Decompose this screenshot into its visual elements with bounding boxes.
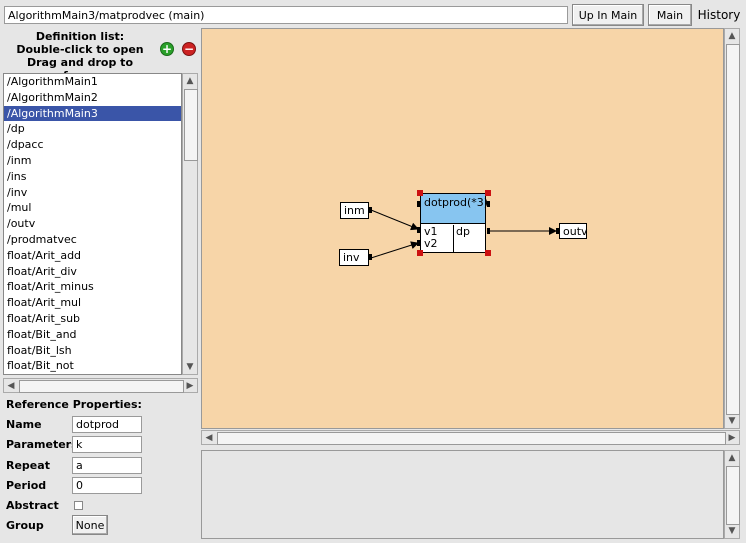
definition-list-item[interactable]: float/Arit_add bbox=[7, 248, 82, 262]
remove-definition-icon[interactable]: − bbox=[182, 42, 196, 56]
node-inv[interactable]: inv bbox=[339, 249, 369, 266]
path-field[interactable]: AlgorithmMain3/matprodvec (main) bbox=[4, 6, 568, 24]
main-button[interactable]: Main bbox=[648, 4, 692, 26]
definition-header-title: Definition list: bbox=[35, 30, 125, 43]
parameters-label: Parameters bbox=[6, 438, 78, 451]
canvas-hscrollbar[interactable]: ◀ ▶ bbox=[201, 430, 740, 445]
group-label: Group bbox=[6, 519, 44, 532]
definition-list-item[interactable]: float/Bit_lsh bbox=[7, 343, 72, 357]
definition-list[interactable]: /AlgorithmMain1/AlgorithmMain2/Algorithm… bbox=[3, 73, 182, 375]
definition-list-item[interactable]: float/Bit_not bbox=[7, 359, 74, 373]
definition-list-item[interactable]: float/Arit_sub bbox=[7, 311, 81, 325]
port-inv-out bbox=[369, 254, 372, 260]
selection-handle-nw[interactable] bbox=[417, 190, 423, 196]
port-outv-in bbox=[556, 228, 559, 234]
definition-list-item[interactable]: /ins bbox=[7, 169, 27, 183]
scroll-thumb[interactable] bbox=[184, 89, 198, 161]
node-outv[interactable]: outv bbox=[559, 223, 588, 239]
period-input[interactable]: 0 bbox=[72, 477, 142, 494]
definition-list-item[interactable]: /dpacc bbox=[7, 138, 44, 152]
canvas-vscrollbar[interactable]: ▲ ▼ bbox=[724, 28, 740, 429]
definition-list-item[interactable]: /outv bbox=[7, 217, 36, 231]
block-dotprod[interactable]: dotprod(*3) v1 v2 dp bbox=[420, 193, 488, 253]
add-definition-icon[interactable]: + bbox=[160, 42, 174, 56]
block-divider bbox=[453, 225, 454, 252]
console-panel[interactable] bbox=[201, 450, 724, 539]
scroll-right-icon[interactable]: ▶ bbox=[186, 381, 194, 391]
name-input[interactable]: dotprod bbox=[72, 416, 142, 433]
scroll-down-icon[interactable]: ▼ bbox=[186, 362, 194, 372]
canvas-scroll-left-icon[interactable]: ◀ bbox=[205, 433, 213, 443]
canvas-scroll-right-icon[interactable]: ▶ bbox=[728, 433, 736, 443]
definition-header-hint1: Double-click to open bbox=[16, 43, 144, 56]
selection-handle-sw[interactable] bbox=[417, 250, 423, 256]
port-v2-in bbox=[417, 240, 420, 246]
edge-inm-v1 bbox=[370, 209, 419, 231]
definition-list-items: /AlgorithmMain1/AlgorithmMain2/Algorithm… bbox=[4, 74, 181, 374]
node-inm[interactable]: inm bbox=[340, 202, 369, 219]
console-vscrollbar[interactable]: ▲ ▼ bbox=[724, 450, 740, 539]
repeat-label: Repeat bbox=[6, 459, 50, 472]
hscroll-thumb[interactable] bbox=[19, 380, 184, 393]
definition-list-item[interactable]: /AlgorithmMain1 bbox=[7, 75, 98, 88]
console-vscroll-thumb[interactable] bbox=[726, 466, 740, 525]
console-scroll-up-icon[interactable]: ▲ bbox=[728, 453, 736, 463]
definition-list-item[interactable]: /mul bbox=[7, 201, 32, 215]
block-dotprod-title: dotprod(*3) bbox=[421, 194, 488, 224]
port-dp-out bbox=[487, 228, 490, 234]
canvas-scroll-down-icon[interactable]: ▼ bbox=[728, 416, 736, 426]
canvas-scroll-up-icon[interactable]: ▲ bbox=[728, 31, 736, 41]
name-label: Name bbox=[6, 418, 42, 431]
selection-handle-ne[interactable] bbox=[485, 190, 491, 196]
port-block-top-left bbox=[417, 201, 420, 207]
reference-properties-title: Reference Properties: bbox=[6, 398, 142, 411]
graph-canvas[interactable]: inm inv outv dotprod(*3) v1 v2 dp bbox=[201, 28, 724, 429]
definition-list-item[interactable]: float/Arit_minus bbox=[7, 280, 94, 294]
edge-inv-v2 bbox=[370, 241, 419, 259]
port-v2-label: v2 bbox=[424, 237, 438, 250]
group-select[interactable]: None bbox=[72, 515, 108, 535]
definition-header: Definition list: Double-click to open Dr… bbox=[4, 30, 156, 82]
graph-edges bbox=[370, 209, 557, 259]
scroll-up-icon[interactable]: ▲ bbox=[186, 76, 194, 86]
definition-list-item[interactable]: float/Arit_mul bbox=[7, 296, 82, 310]
port-v1-label: v1 bbox=[424, 225, 438, 238]
selection-handle-se[interactable] bbox=[485, 250, 491, 256]
definition-list-item[interactable]: /AlgorithmMain3 bbox=[4, 105, 181, 122]
canvas-vscroll-thumb[interactable] bbox=[726, 44, 740, 415]
definition-list-item[interactable]: /inm bbox=[7, 153, 32, 167]
abstract-label: Abstract bbox=[6, 499, 59, 512]
repeat-input[interactable]: a bbox=[72, 457, 142, 474]
definition-list-hscrollbar[interactable]: ◀ ▶ bbox=[3, 378, 198, 393]
parameters-input[interactable]: k bbox=[72, 436, 142, 453]
port-dp-label: dp bbox=[456, 225, 470, 238]
port-v1-in bbox=[417, 227, 420, 233]
port-block-top bbox=[487, 201, 490, 207]
definition-list-item[interactable]: float/Bit_and bbox=[7, 327, 77, 341]
history-button[interactable]: History bbox=[697, 8, 741, 22]
definition-list-item[interactable]: /dp bbox=[7, 122, 25, 136]
definition-list-item[interactable]: float/Arit_div bbox=[7, 264, 77, 278]
definition-list-vscrollbar[interactable]: ▲ ▼ bbox=[182, 73, 198, 375]
definition-list-item[interactable]: /inv bbox=[7, 185, 28, 199]
port-inm-out bbox=[369, 207, 372, 213]
definition-list-item[interactable]: /prodmatvec bbox=[7, 232, 77, 246]
definition-list-item[interactable]: /AlgorithmMain2 bbox=[7, 90, 98, 104]
up-in-main-button[interactable]: Up In Main bbox=[572, 4, 644, 26]
console-scroll-down-icon[interactable]: ▼ bbox=[728, 526, 736, 536]
abstract-checkbox[interactable] bbox=[74, 501, 83, 510]
scroll-left-icon[interactable]: ◀ bbox=[7, 381, 15, 391]
canvas-hscroll-thumb[interactable] bbox=[217, 432, 726, 445]
period-label: Period bbox=[6, 479, 47, 492]
